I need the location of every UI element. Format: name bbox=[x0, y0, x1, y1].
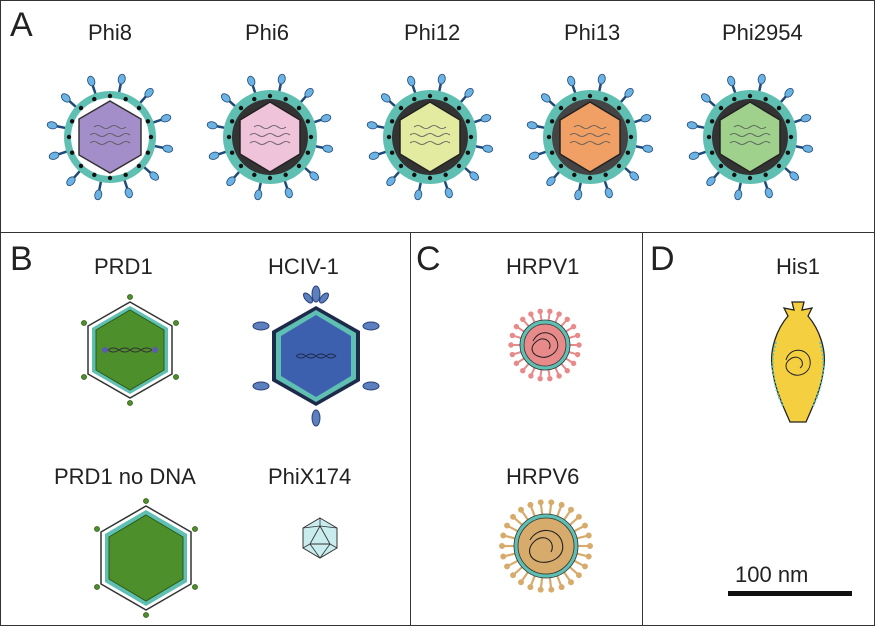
virus-label-hciv1: HCIV-1 bbox=[268, 254, 339, 279]
phi2954-membrane-dots bbox=[706, 93, 794, 181]
virus-label-phi2954: Phi2954 bbox=[722, 20, 803, 45]
virus-label-hrpv6: HRPV6 bbox=[506, 464, 580, 489]
hrpv6-virion-drawing bbox=[499, 499, 593, 593]
panel-d-label: D bbox=[650, 240, 675, 278]
virus-label-phix174: PhiX174 bbox=[268, 464, 352, 489]
his1-virion-drawing bbox=[770, 301, 826, 423]
phi13-membrane-dots bbox=[546, 93, 634, 181]
phi6-virion-drawing bbox=[206, 73, 334, 201]
panel-a-label: A bbox=[10, 6, 33, 44]
phi13-virion-drawing bbox=[526, 73, 654, 201]
scale-bar bbox=[728, 591, 852, 596]
virus-label-prd1-no-dna: PRD1 no DNA bbox=[54, 464, 196, 489]
prd1-no-dna-virion-drawing bbox=[94, 498, 198, 618]
hrpv1-virion-drawing bbox=[508, 308, 582, 382]
virus-label-prd1: PRD1 bbox=[94, 254, 153, 279]
prd1-virion-drawing bbox=[81, 294, 179, 406]
phi2954-virion-drawing bbox=[686, 73, 814, 201]
scale-bar-label: 100 nm bbox=[735, 562, 809, 587]
phi8-virion-drawing bbox=[46, 73, 174, 201]
panel-b-label: B bbox=[10, 240, 33, 278]
phix174-virion-drawing bbox=[302, 517, 338, 559]
phi6-membrane-dots bbox=[226, 93, 314, 181]
virus-label-hrpv1: HRPV1 bbox=[506, 254, 580, 279]
virus-label-phi12: Phi12 bbox=[404, 20, 461, 45]
virus-label-his1: His1 bbox=[776, 254, 821, 279]
phi12-membrane-dots bbox=[386, 93, 474, 181]
virus-label-phi6: Phi6 bbox=[245, 20, 290, 45]
phi8-membrane-dots bbox=[66, 93, 154, 181]
panel-c-label: C bbox=[416, 240, 441, 278]
panel-b bbox=[0, 232, 412, 626]
panel-d bbox=[642, 232, 875, 626]
virus-label-phi13: Phi13 bbox=[564, 20, 621, 45]
virus-label-phi8: Phi8 bbox=[88, 20, 133, 45]
hciv1-virion-drawing bbox=[252, 285, 380, 427]
phi12-virion-drawing bbox=[366, 73, 494, 201]
